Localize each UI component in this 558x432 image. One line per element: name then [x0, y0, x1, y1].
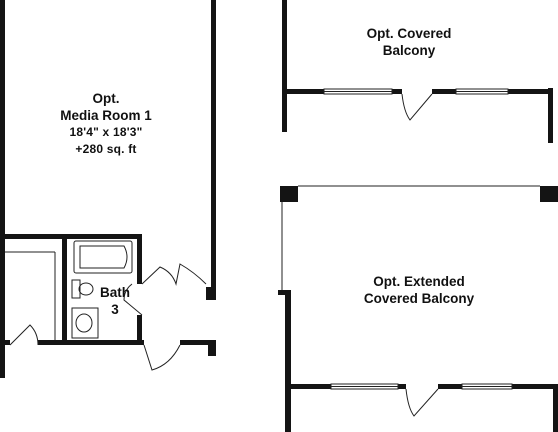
media-left-wall: [0, 0, 5, 378]
bath-door-swing: [123, 283, 143, 316]
media-right-post: [206, 287, 216, 300]
covered-bottom-mid2: [432, 89, 456, 94]
extended-right-lower: [553, 384, 558, 432]
media-bottom-wall-mid: [62, 234, 142, 239]
covered-bottom-mid: [392, 89, 402, 94]
covered-balcony-line1: Opt. Covered: [366, 26, 452, 41]
covered-bottom-left: [282, 89, 324, 94]
extended-bottom-mid: [398, 384, 406, 389]
media-room-area: +280 sq. ft: [75, 142, 137, 156]
media-room-label: Opt. Media Room 1 18'4" x 18'3" +280 sq.…: [60, 90, 152, 158]
closet-bottom-wall: [0, 340, 10, 345]
extended-bottom-right: [512, 384, 558, 389]
media-door-swing: [141, 263, 207, 286]
extended-balcony-line1: Opt. Extended: [373, 274, 465, 289]
covered-right-wall: [548, 88, 553, 143]
covered-door-swing: [401, 93, 433, 121]
covered-balcony-label: Opt. Covered Balcony: [367, 25, 452, 59]
bath-sink-counter: [71, 307, 99, 339]
extended-bottom-mid2: [438, 384, 462, 389]
closet-door-swing: [9, 324, 39, 346]
bath-label: Bath 3: [100, 284, 130, 318]
extended-post-left: [280, 186, 298, 202]
media-room-line1: Opt.: [92, 91, 120, 106]
extended-door-swing: [405, 388, 439, 417]
extended-left-wall: [285, 290, 291, 432]
hall-bottom-wall: [38, 340, 144, 345]
bath-right-wall: [137, 234, 142, 284]
bath-line2: 3: [111, 302, 119, 317]
extended-lower-wall: [285, 384, 291, 432]
covered-bottom-right: [508, 89, 553, 94]
hall-corner-post: [208, 340, 216, 356]
covered-balcony-line2: Balcony: [382, 43, 436, 58]
extended-post-right: [540, 186, 558, 202]
hall-door-swing: [143, 344, 181, 371]
bathtub-basin: [79, 245, 128, 269]
media-room-line2: Media Room 1: [60, 108, 152, 123]
bathtub: [73, 240, 133, 274]
extended-bottom-left: [285, 384, 331, 389]
extended-balcony-line2: Covered Balcony: [363, 291, 475, 306]
media-bottom-wall-left: [0, 234, 68, 239]
toilet-bowl: [78, 282, 94, 296]
media-right-wall: [211, 0, 216, 290]
media-room-dims: 18'4" x 18'3": [69, 125, 143, 139]
extended-left-stub: [278, 290, 290, 295]
bath-sink-basin: [75, 313, 93, 333]
thin-lines: [5, 88, 540, 417]
extended-balcony-label: Opt. Extended Covered Balcony: [364, 273, 474, 307]
bath-line1: Bath: [100, 285, 130, 300]
bath-left-wall: [62, 234, 67, 344]
toilet-tank: [71, 279, 81, 299]
bath-right-wall-lower: [137, 315, 142, 345]
covered-left-wall: [282, 0, 287, 132]
hall-door-post: [180, 340, 216, 345]
